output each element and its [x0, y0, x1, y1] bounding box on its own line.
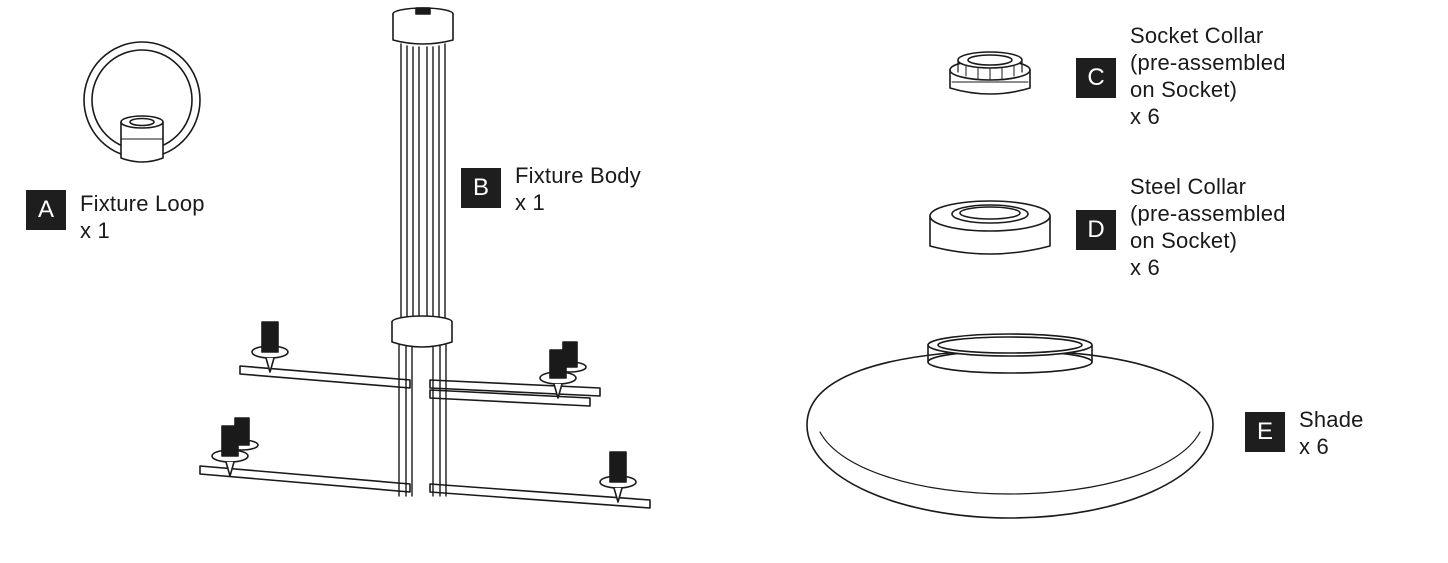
part-d: D Steel Collar (pre-assembled on Socket)… — [1076, 173, 1286, 281]
fixture-body-drawing — [199, 7, 651, 509]
part-a: A Fixture Loop x 1 — [26, 190, 205, 244]
part-a-badge: A — [26, 190, 66, 230]
part-d-name: Steel Collar (pre-assembled on Socket) — [1130, 174, 1286, 253]
part-b-badge: B — [461, 168, 501, 208]
part-e-name: Shade — [1299, 407, 1364, 432]
fixture-loop-drawing — [83, 41, 201, 163]
shade-drawing — [806, 333, 1214, 519]
part-d-badge: D — [1076, 210, 1116, 250]
part-b-qty: x 1 — [515, 190, 545, 215]
steel-collar-drawing — [929, 200, 1051, 255]
part-c-qty: x 6 — [1130, 104, 1160, 129]
part-c-name: Socket Collar (pre-assembled on Socket) — [1130, 23, 1286, 102]
socket-collar-drawing — [949, 51, 1031, 95]
part-c: C Socket Collar (pre-assembled on Socket… — [1076, 22, 1286, 130]
part-d-qty: x 6 — [1130, 255, 1160, 280]
part-e-badge: E — [1245, 412, 1285, 452]
part-b-name: Fixture Body — [515, 163, 641, 188]
part-c-badge: C — [1076, 58, 1116, 98]
part-b: B Fixture Body x 1 — [461, 162, 641, 216]
part-e: E Shade x 6 — [1245, 406, 1364, 460]
part-a-name: Fixture Loop — [80, 191, 205, 216]
part-e-qty: x 6 — [1299, 434, 1329, 459]
part-a-qty: x 1 — [80, 218, 110, 243]
